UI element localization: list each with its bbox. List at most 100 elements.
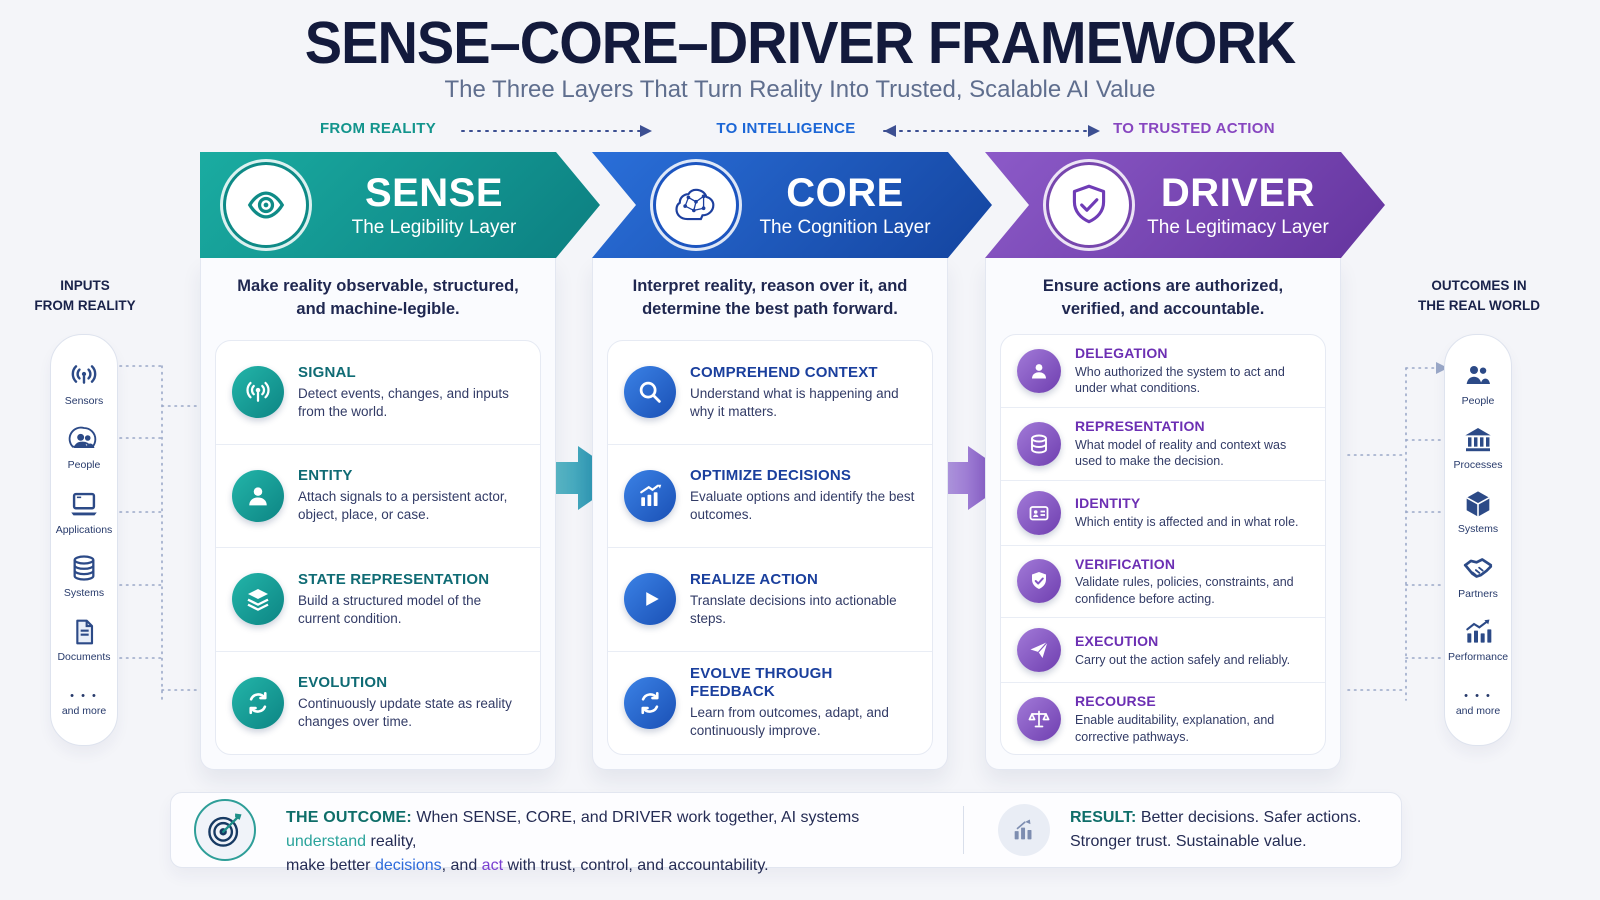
footer-divider <box>963 806 964 854</box>
list-item-comprehend-context: COMPREHEND CONTEXT Understand what is ha… <box>608 341 932 444</box>
item-description: Detect events, changes, and inputs from … <box>298 385 509 419</box>
side-item-label: Systems <box>63 586 105 599</box>
driver-tagline: The Legitimacy Layer <box>1147 216 1329 238</box>
outcome-text: with trust, control, and accountability. <box>503 857 769 874</box>
list-item-optimize-decisions: OPTIMIZE DECISIONS Evaluate options and … <box>608 443 932 548</box>
list-item-representation: REPRESENTATION What model of reality and… <box>1001 406 1325 480</box>
list-item-identity: IDENTITY Which entity is affected and in… <box>1001 479 1325 545</box>
item-description: Evaluate options and identify the best o… <box>690 489 915 523</box>
database-icon <box>73 554 95 581</box>
list-item-recourse: RECOURSE Enable auditability, explanatio… <box>1001 682 1325 754</box>
outcome-text: make better <box>286 857 375 874</box>
inputs-panel: Sensors People Applications Systems <box>50 334 118 746</box>
item-title: EVOLVE THROUGH FEEDBACK <box>690 665 833 701</box>
core-column: Interpret reality, reason over it, and d… <box>592 258 948 770</box>
driver-items-card: DELEGATION Who authorized the system to … <box>1000 334 1326 755</box>
ellipsis-icon: • • • <box>70 689 98 702</box>
bar-chart-icon <box>998 804 1050 856</box>
item-description: Understand what is happening and why it … <box>690 385 899 419</box>
driver-column: Ensure actions are authorized, verified,… <box>985 258 1341 770</box>
search-icon <box>624 366 676 419</box>
side-item-label: People <box>1461 394 1495 407</box>
list-item-documents: Documents <box>57 607 111 671</box>
inputs-title-line1: INPUTS <box>60 278 110 293</box>
list-item-signal: SIGNAL Detect events, changes, and input… <box>216 341 540 444</box>
chart-up-icon <box>624 469 676 522</box>
list-item-performance: Performance <box>1448 607 1508 671</box>
layers-icon <box>232 573 284 626</box>
outcome-highlight-act: act <box>481 857 504 874</box>
outcome-highlight-decisions: decisions <box>374 857 442 874</box>
target-icon <box>194 799 256 861</box>
footer-summary-bar <box>170 792 1402 868</box>
item-title: DELEGATION <box>1075 345 1168 361</box>
page-title: SENSE–CORE–DRIVER FRAMEWORK <box>304 9 1296 76</box>
list-item-and-more: • • • and more <box>62 671 106 735</box>
item-title: EXECUTION <box>1075 632 1159 649</box>
play-icon <box>624 573 676 626</box>
list-item-systems: Systems <box>64 543 104 607</box>
side-item-label: Systems <box>1457 522 1499 535</box>
item-description: Validate rules, policies, constraints, a… <box>1075 575 1294 606</box>
item-title: STATE REPRESENTATION <box>298 570 490 588</box>
bank-icon <box>1465 427 1491 451</box>
core-title: CORE <box>786 170 904 215</box>
list-item-systems: Systems <box>1458 479 1498 543</box>
inputs-title-line2: FROM REALITY <box>34 298 136 314</box>
list-item-verification: VERIFICATION Validate rules, policies, c… <box>1001 544 1325 618</box>
list-item-entity: ENTITY Attach signals to a persistent ac… <box>216 443 540 548</box>
cube-icon <box>1466 490 1490 517</box>
item-description: Who authorized the system to act and und… <box>1075 364 1285 396</box>
core-items-card: COMPREHEND CONTEXT Understand what is ha… <box>607 340 933 755</box>
list-item-evolution: EVOLUTION Continuously update state as r… <box>216 650 540 755</box>
sense-column: Make reality observable, structured, and… <box>200 258 556 770</box>
refresh-icon <box>232 676 284 729</box>
item-title: OPTIMIZE DECISIONS <box>690 467 852 485</box>
side-item-label: Partners <box>1458 587 1498 600</box>
document-icon <box>76 619 94 644</box>
eye-icon <box>226 165 306 245</box>
list-item-and-more: • • • and more <box>1456 671 1500 735</box>
person-icon <box>1017 348 1061 393</box>
output-connectors <box>1347 367 1443 701</box>
core-description: Interpret reality, reason over it, and d… <box>632 277 908 319</box>
core-tagline: The Cognition Layer <box>759 216 931 238</box>
item-description: Build a structured model of the current … <box>298 592 482 626</box>
outcome-text: , and <box>441 857 482 874</box>
sense-tagline: The Legibility Layer <box>351 216 517 238</box>
flow-label-to-intelligence: TO INTELLIGENCE <box>716 120 856 137</box>
page-subtitle: The Three Layers That Turn Reality Into … <box>444 76 1156 103</box>
outcome-text: When SENSE, CORE, and DRIVER work togeth… <box>411 809 860 826</box>
people-icon <box>68 426 97 448</box>
outputs-title-line1: OUTCOMES IN <box>1431 278 1527 293</box>
side-item-label: and more <box>61 704 107 717</box>
item-description: Which entity is affected and in what rol… <box>1075 514 1299 529</box>
side-item-label: and more <box>1455 704 1501 717</box>
item-title: EVOLUTION <box>298 674 388 692</box>
side-item-label: Processes <box>1453 458 1503 471</box>
item-title: SIGNAL <box>298 363 356 381</box>
people-icon <box>1466 365 1490 384</box>
item-description: Continuously update state as reality cha… <box>298 696 512 730</box>
result-label: RESULT: <box>1070 809 1137 826</box>
shield-check-icon <box>1049 165 1129 245</box>
outputs-title-line2: THE REAL WORLD <box>1418 298 1540 314</box>
item-title: RECOURSE <box>1075 693 1156 710</box>
item-title: ENTITY <box>298 467 353 485</box>
side-item-label: People <box>67 458 101 471</box>
broadcast-icon <box>71 364 97 384</box>
side-item-label: Applications <box>55 523 113 536</box>
outcome-label: THE OUTCOME: <box>286 809 412 826</box>
list-item-partners: Partners <box>1458 543 1498 607</box>
item-description: Translate decisions into actionable step… <box>690 592 897 626</box>
outcome-highlight-understand: understand <box>286 833 367 850</box>
driver-banner: DRIVER The Legitimacy Layer <box>985 152 1385 258</box>
sense-items-card: SIGNAL Detect events, changes, and input… <box>215 340 541 755</box>
database-icon <box>1017 421 1061 466</box>
item-title: IDENTITY <box>1075 494 1141 511</box>
side-item-label: Sensors <box>64 394 104 407</box>
shield-check-icon <box>1017 559 1061 604</box>
side-item-label: Documents <box>57 650 111 663</box>
performance-icon <box>1466 618 1492 643</box>
outputs-panel-title: OUTCOMES IN THE REAL WORLD <box>1404 276 1554 317</box>
